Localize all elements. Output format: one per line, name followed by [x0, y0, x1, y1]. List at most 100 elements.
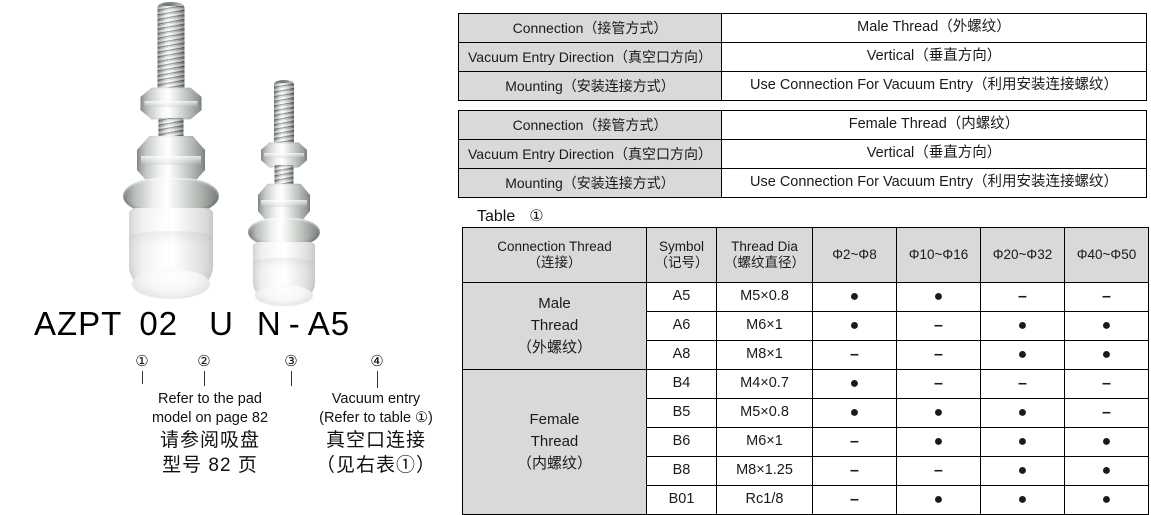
callout-leader-4	[376, 371, 378, 388]
cell-thread-dia: M5×0.8	[716, 282, 813, 312]
cell-availability: ●	[980, 427, 1065, 457]
cell-symbol: B5	[646, 398, 717, 428]
column-header-diameter-2: Φ10~Φ16	[896, 227, 981, 283]
cell-availability: ●	[812, 282, 897, 312]
note-pad-model-cn-line1: 请参阅吸盘	[159, 430, 260, 452]
row-group-male-cn: （外螺纹）	[516, 338, 592, 356]
column-header-diameter-3: Φ20~Φ32	[980, 227, 1065, 283]
note-vacuum-entry-en-line1: Vacuum entry	[331, 391, 421, 407]
spec-label-mounting: Mounting（安装连接方式）	[458, 168, 722, 198]
row-group-male-en2: Thread	[530, 317, 579, 335]
cell-availability: ●	[980, 398, 1065, 428]
threaded-stem-mid-large	[158, 118, 184, 140]
column-header-symbol: Symbol （记号）	[646, 227, 717, 283]
callout-leader-1	[141, 371, 143, 384]
column-header-symbol-cn: （记号）	[654, 255, 709, 270]
cell-thread-dia: Rc1/8	[716, 485, 813, 515]
flange-small	[248, 218, 320, 246]
column-header-connection-thread: Connection Thread （连接）	[462, 227, 647, 283]
cell-availability: –	[1064, 369, 1149, 399]
callout-note-vacuum-entry: Vacuum entry (Refer to table ①) 真空口连接 （见…	[296, 390, 456, 478]
note-pad-model-en-line2: model on page 82	[151, 410, 269, 427]
main-table-caption-number: ①	[529, 208, 544, 225]
spec-label-vacuum-entry-direction: Vacuum Entry Direction（真空口方向）	[458, 139, 722, 169]
row-group-female-cn: （内螺纹）	[516, 454, 592, 472]
suction-cup-assembly-small	[230, 80, 338, 306]
cell-availability: ●	[980, 340, 1065, 370]
cell-symbol: A6	[646, 311, 717, 341]
callout-leader-2	[203, 371, 205, 386]
cell-thread-dia: M6×1	[716, 427, 813, 457]
cell-availability: –	[1064, 398, 1149, 428]
cell-availability: –	[812, 340, 897, 370]
callout-number-4: ④	[370, 353, 384, 370]
hex-nut-upper-small	[261, 142, 307, 168]
cell-availability: –	[896, 340, 981, 370]
table-row: Connection（接管方式） Female Thread（内螺纹）	[458, 110, 1147, 140]
table-row: Mounting（安装连接方式） Use Connection For Vacu…	[458, 71, 1147, 101]
column-header-connection-thread-cn: （连接）	[527, 255, 582, 270]
row-group-male-en1: Male	[538, 295, 571, 313]
column-header-diameter-1: Φ2~Φ8	[812, 227, 897, 283]
suction-pad-small	[253, 242, 315, 306]
table-header-row: Connection Thread （连接） Symbol （记号） Threa…	[462, 227, 1149, 283]
cell-thread-dia: M6×1	[716, 311, 813, 341]
callout-marker-4: ④	[366, 352, 388, 388]
cell-thread-dia: M4×0.7	[716, 369, 813, 399]
main-table-caption: Table ①	[477, 206, 544, 226]
cell-symbol: B8	[646, 456, 717, 486]
spec-label-vacuum-entry-direction: Vacuum Entry Direction（真空口方向）	[458, 42, 722, 72]
table-row: Vacuum Entry Direction（真空口方向） Vertical（垂…	[458, 42, 1147, 72]
cell-availability: –	[896, 311, 981, 341]
hex-nut-lower-large	[137, 136, 205, 184]
cell-symbol: A8	[646, 340, 717, 370]
note-vacuum-entry-en-line2: (Refer to table ①)	[319, 410, 433, 427]
cell-availability: –	[896, 369, 981, 399]
note-pad-model-en-line1: Refer to the pad	[158, 391, 262, 407]
column-header-connection-thread-en: Connection Thread	[497, 238, 612, 254]
hex-nut-upper-large	[140, 87, 202, 120]
spec-value-mounting: Use Connection For Vacuum Entry（利用安装连接螺纹…	[721, 168, 1147, 198]
threaded-stem-mid-small	[274, 165, 294, 187]
part-number-segment-pad: U	[209, 305, 234, 342]
part-number-segment-size: 02	[139, 305, 179, 342]
table-row: Female Thread （内螺纹） B4 M4×0.7 ● – – –	[462, 369, 1149, 515]
cell-availability: ●	[896, 398, 981, 428]
column-header-thread-dia-en: Thread Dia	[731, 238, 798, 254]
suction-cup-assembly-large	[105, 2, 237, 299]
suction-pad-large	[129, 208, 213, 299]
table-row: Connection（接管方式） Male Thread（外螺纹）	[458, 13, 1147, 43]
spec-label-connection: Connection（接管方式）	[458, 13, 722, 43]
cell-availability: ●	[1064, 456, 1149, 486]
cell-availability: –	[980, 369, 1065, 399]
row-group-female-en2: Thread	[530, 433, 579, 451]
main-table-caption-label: Table	[477, 208, 516, 225]
spec-label-connection: Connection（接管方式）	[458, 110, 722, 140]
spec-value-connection: Female Thread（内螺纹）	[721, 110, 1147, 140]
column-header-diameter-4: Φ40~Φ50	[1064, 227, 1149, 283]
column-header-thread-dia: Thread Dia （螺纹直径）	[716, 227, 813, 283]
cell-availability: ●	[980, 485, 1065, 515]
cell-thread-dia: M8×1	[716, 340, 813, 370]
cell-availability: –	[980, 282, 1065, 312]
table-row: Mounting（安装连接方式） Use Connection For Vacu…	[458, 168, 1147, 198]
cell-symbol: A5	[646, 282, 717, 312]
note-pad-model-cn-line2: 型号 82 页	[162, 455, 258, 477]
hex-nut-lower-small	[258, 183, 310, 223]
female-thread-spec-table: Connection（接管方式） Female Thread（内螺纹） Vacu…	[458, 110, 1147, 198]
callout-marker-1: ①	[131, 352, 153, 384]
cell-availability: –	[812, 456, 897, 486]
cell-availability: ●	[896, 282, 981, 312]
spec-value-vacuum-entry-direction: Vertical（垂直方向）	[721, 139, 1147, 169]
callout-note-pad-model: Refer to the pad model on page 82 请参阅吸盘 …	[130, 390, 290, 478]
callout-leader-3	[290, 371, 292, 386]
cell-availability: –	[896, 456, 981, 486]
cell-symbol: B6	[646, 427, 717, 457]
cell-availability: ●	[980, 456, 1065, 486]
row-group-label-female-thread: Female Thread （内螺纹）	[462, 369, 647, 515]
cell-availability: ●	[1064, 311, 1149, 341]
part-number-separator: -	[288, 305, 301, 342]
note-vacuum-entry-cn-line2: （见右表①）	[315, 455, 436, 477]
